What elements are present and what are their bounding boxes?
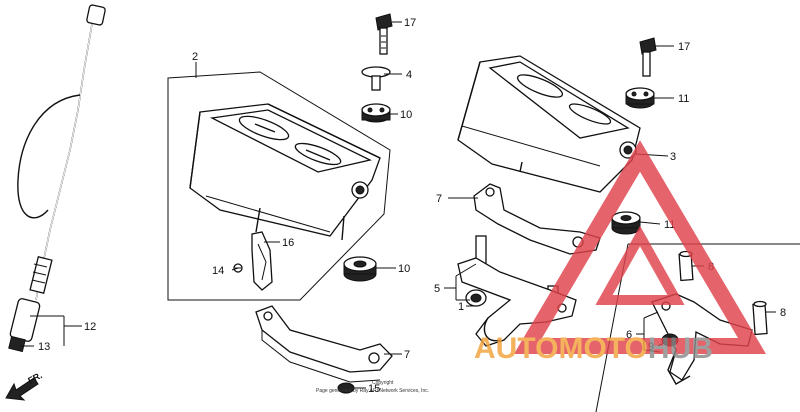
meter-housing-left	[189, 103, 381, 241]
meter-assembly-frame	[167, 71, 391, 301]
front-direction-arrow: FR.	[5, 370, 44, 401]
callout-4: 4	[406, 69, 412, 81]
pin-8-upper	[678, 250, 694, 282]
direction-label: FR.	[26, 370, 43, 386]
callout-8-lower: 8	[780, 307, 786, 319]
callout-17-mid: 17	[404, 17, 416, 29]
grommet-10-top	[361, 103, 391, 123]
callout-16: 16	[282, 237, 294, 249]
callout-11-mid: 11	[664, 219, 675, 231]
watermark-text-auto: AUTOMOTOHUB	[474, 332, 713, 365]
callout-10-bottom: 10	[398, 263, 410, 275]
bolt-17-top-mid	[375, 13, 393, 55]
copyright-line2: Page generated by Ray ARI Network Servic…	[316, 388, 429, 394]
callout-11-top: 11	[678, 93, 689, 105]
callout-1: 1	[458, 301, 464, 313]
washer-4	[361, 66, 391, 91]
grommet-11-mid	[611, 211, 641, 235]
callout-7-right: 7	[436, 193, 442, 205]
callout-5: 5	[434, 283, 440, 295]
meter-housing-right	[457, 55, 641, 193]
callout-2: 2	[192, 51, 198, 63]
grommet-10-bottom	[343, 256, 377, 282]
bracket-16	[251, 231, 273, 291]
callout-7-mid: 7	[404, 349, 410, 361]
callout-13: 13	[38, 341, 50, 353]
bracket-7-mid	[255, 305, 393, 383]
pin-8-lower	[752, 300, 768, 336]
bolt-1	[465, 289, 487, 307]
copyright-line1: Copyright	[372, 380, 394, 386]
bolt-17-top-right	[639, 37, 657, 77]
grommet-11-top	[625, 87, 655, 109]
callout-14: 14	[212, 265, 224, 277]
watermark-logo: AUTOMOTOHUB	[474, 140, 767, 365]
callout-3: 3	[670, 151, 676, 163]
callout-12: 12	[84, 321, 96, 333]
callout-15: 15	[368, 383, 380, 395]
copyright-notice: Copyright Page generated by Ray ARI Netw…	[316, 380, 429, 394]
callout-17-right: 17	[678, 41, 690, 53]
callout-10-top: 10	[400, 109, 412, 121]
callout-6: 6	[626, 329, 632, 341]
speedometer-cable	[8, 4, 106, 353]
